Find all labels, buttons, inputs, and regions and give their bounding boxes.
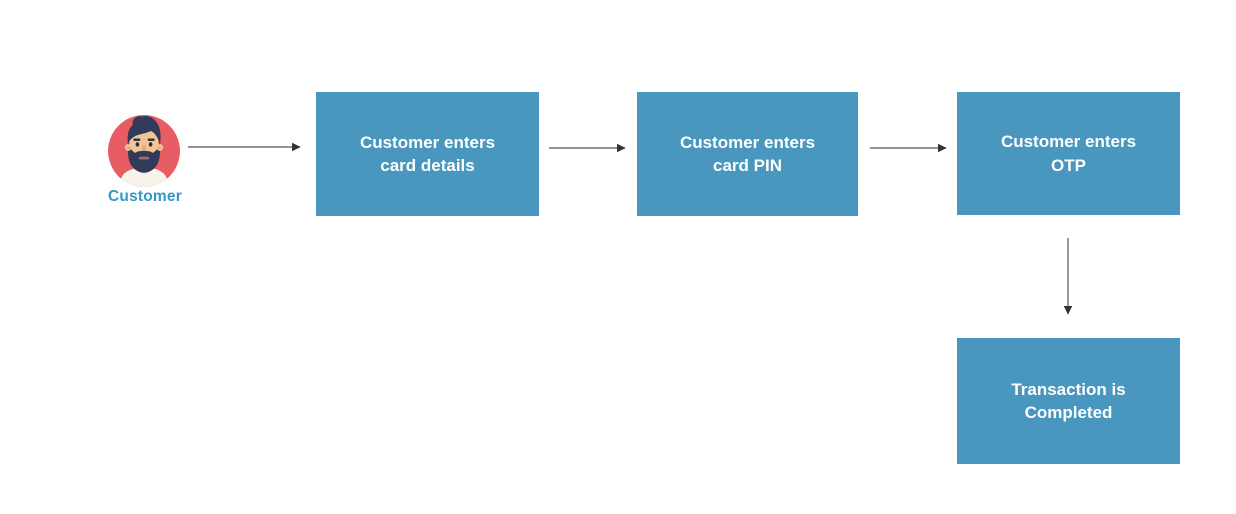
node-label-line: card details	[380, 156, 475, 175]
node-label-line: Customer enters	[1000, 132, 1137, 151]
node-enter-card-details: Customer enters card details	[316, 92, 539, 216]
node-label-line: Customer enters	[679, 132, 816, 152]
node-label-line: Completed	[1024, 403, 1113, 422]
customer-actor	[107, 113, 181, 187]
node-enter-card-pin: Customer enters card PIN	[637, 92, 858, 216]
node-label-line: OTP	[1051, 155, 1086, 175]
node-transaction-completed: Transaction is Completed	[957, 338, 1180, 464]
node-label-line: card PIN	[713, 156, 782, 175]
actor-label: Customer	[108, 188, 182, 205]
customer-avatar-icon	[108, 115, 180, 187]
node-label-line: Transaction is	[1011, 379, 1126, 399]
node-enter-otp: Customer enters OTP	[957, 92, 1180, 215]
node-label-line: Customer enters	[359, 132, 496, 152]
